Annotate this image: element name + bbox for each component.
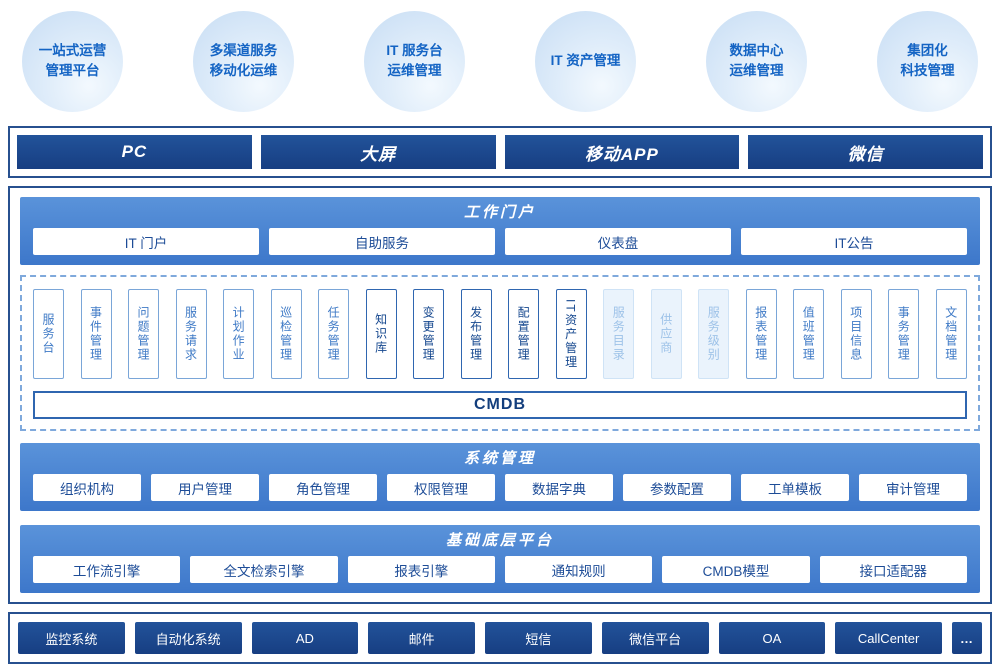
module-service-request: 服务请求 (175, 289, 207, 379)
sys-item-role-mgmt: 角色管理 (269, 474, 377, 501)
module-project-info: 项目信息 (840, 289, 872, 379)
integration-oa: OA (718, 622, 826, 654)
platform-item-interface-adapter: 接口适配器 (819, 556, 967, 583)
itsm-modules-section: 服务台 事件管理 问题管理 服务请求 计划作业 巡检管理 任务管理 知识库 变更… (20, 275, 980, 431)
channel-bar-big-screen: 大屏 (260, 135, 496, 169)
module-inspection-mgmt: 巡检管理 (270, 289, 302, 379)
integration-automation-system: 自动化系统 (134, 622, 242, 654)
system-mgmt-section: 系统管理 组织机构 用户管理 角色管理 权限管理 数据字典 参数配置 工单模板 … (20, 443, 980, 511)
integration-callcenter: CallCenter (835, 622, 942, 654)
module-planned-job: 计划作业 (223, 289, 255, 379)
portal-item-it-announcement: IT公告 (741, 228, 967, 255)
platform-item-report-engine: 报表引擎 (347, 556, 495, 583)
integration-monitoring-system: 监控系统 (18, 622, 125, 654)
sys-item-data-dictionary: 数据字典 (505, 474, 613, 501)
bubble-datacenter-ops: 数据中心 运维管理 (706, 10, 807, 112)
portal-item-self-service: 自助服务 (269, 228, 495, 255)
integration-more: … (952, 622, 982, 654)
integration-sms: 短信 (485, 622, 592, 654)
platform-item-cmdb-model: CMDB模型 (662, 556, 810, 583)
work-portal-items: IT 门户 自助服务 仪表盘 IT公告 (33, 228, 967, 255)
sys-item-permission-mgmt: 权限管理 (387, 474, 495, 501)
channel-bar-wechat: 微信 (748, 135, 983, 169)
bubble-multichannel-service: 多渠道服务 移动化运维 (193, 10, 294, 112)
module-service-desk: 服务台 (33, 289, 64, 379)
module-release-mgmt: 发布管理 (460, 289, 492, 379)
platform-item-notification-rules: 通知规则 (504, 556, 653, 583)
platform-item-workflow-engine: 工作流引擎 (33, 556, 181, 583)
sys-item-audit-mgmt: 审计管理 (859, 474, 967, 501)
integrations-section: 监控系统 自动化系统 AD 邮件 短信 微信平台 OA CallCenter … (8, 612, 992, 664)
module-service-catalog: 服务目录 (603, 289, 635, 379)
module-config-mgmt: 配置管理 (508, 289, 540, 379)
bubble-it-asset-mgmt: IT 资产管理 (535, 10, 636, 112)
module-report-mgmt: 报表管理 (745, 289, 777, 379)
module-problem-mgmt: 问题管理 (128, 289, 160, 379)
sys-item-parameter-config: 参数配置 (623, 474, 731, 501)
integration-email: 邮件 (368, 622, 475, 654)
module-change-mgmt: 变更管理 (413, 289, 445, 379)
itsm-modules-row: 服务台 事件管理 问题管理 服务请求 计划作业 巡检管理 任务管理 知识库 变更… (33, 289, 967, 379)
platform-item-fulltext-search-engine: 全文检索引擎 (190, 556, 338, 583)
integration-wechat-platform: 微信平台 (601, 622, 709, 654)
integration-ad: AD (251, 622, 359, 654)
module-incident-mgmt: 事件管理 (80, 289, 112, 379)
portal-item-it-portal: IT 门户 (33, 228, 259, 255)
sys-item-user-mgmt: 用户管理 (151, 474, 259, 501)
base-platform-items: 工作流引擎 全文检索引擎 报表引擎 通知规则 CMDB模型 接口适配器 (33, 556, 967, 583)
module-supplier: 供应商 (650, 289, 682, 379)
work-portal-title: 工作门户 (463, 204, 536, 221)
cmdb-bar: CMDB (33, 391, 967, 419)
bubble-group-tech-mgmt: 集团化 科技管理 (877, 10, 978, 112)
channel-bar-pc: PC (17, 135, 252, 169)
sys-item-ticket-template: 工单模板 (741, 474, 849, 501)
platform-main-section: 工作门户 IT 门户 自助服务 仪表盘 IT公告 服务台 事件管理 问题管理 服… (8, 186, 992, 604)
system-mgmt-title: 系统管理 (463, 450, 536, 467)
module-it-asset-mgmt: IT资产管理 (555, 289, 587, 379)
system-mgmt-items: 组织机构 用户管理 角色管理 权限管理 数据字典 参数配置 工单模板 审计管理 (33, 474, 967, 501)
bubble-one-stop-operation: 一站式运营 管理平台 (22, 10, 123, 112)
channel-bar-mobile-app: 移动APP (504, 135, 740, 169)
module-duty-mgmt: 值班管理 (793, 289, 825, 379)
module-affair-mgmt: 事务管理 (888, 289, 920, 379)
base-platform-section: 基础底层平台 工作流引擎 全文检索引擎 报表引擎 通知规则 CMDB模型 接口适… (20, 525, 980, 593)
module-knowledge-base: 知识库 (365, 289, 397, 379)
feature-bubbles-row: 一站式运营 管理平台 多渠道服务 移动化运维 IT 服务台 运维管理 IT 资产… (8, 10, 992, 112)
channels-section: PC 大屏 移动APP 微信 (8, 126, 992, 178)
work-portal-section: 工作门户 IT 门户 自助服务 仪表盘 IT公告 (20, 197, 980, 265)
bubble-it-service-desk: IT 服务台 运维管理 (364, 10, 465, 112)
sys-item-organization: 组织机构 (33, 474, 141, 501)
module-service-level: 服务级别 (698, 289, 730, 379)
base-platform-title: 基础底层平台 (445, 532, 554, 549)
module-document-mgmt: 文档管理 (935, 289, 967, 379)
module-task-mgmt: 任务管理 (318, 289, 350, 379)
portal-item-dashboard: 仪表盘 (505, 228, 731, 255)
